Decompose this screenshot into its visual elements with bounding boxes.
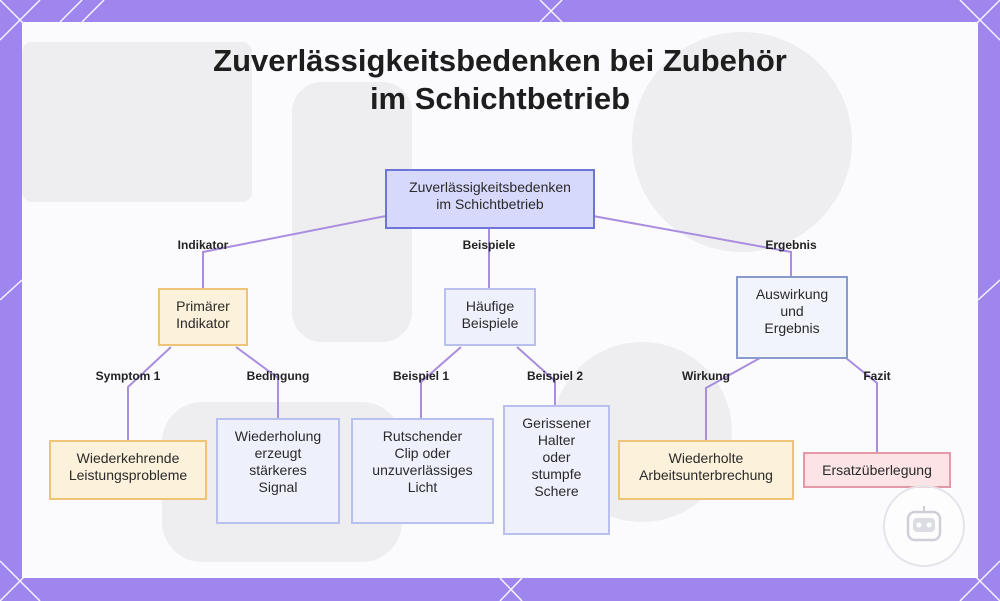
robot-icon	[882, 484, 966, 568]
node-primary-indicator-label: Primärer Indikator	[176, 298, 230, 332]
edge-root-impact	[593, 216, 791, 276]
node-impact-result: Auswirkung und Ergebnis	[736, 276, 848, 359]
node-work-interruption-label: Wiederholte Arbeitsunterbrechung	[639, 450, 773, 484]
node-root: Zuverlässigkeitsbedenken im Schichtbetri…	[385, 169, 595, 229]
node-recurring-performance-label: Wiederkehrende Leistungsprobleme	[69, 450, 187, 484]
edge-label-effect: Wirkung	[682, 369, 730, 383]
node-broken-holder-label: Gerissener Halter oder stumpfe Schere	[522, 415, 590, 500]
edge-label-result: Ergebnis	[765, 238, 816, 252]
node-slipping-clip-label: Rutschender Clip oder unzuverlässiges Li…	[372, 428, 472, 496]
node-recurring-performance: Wiederkehrende Leistungsprobleme	[49, 440, 207, 500]
edge-label-condition: Bedingung	[247, 369, 310, 383]
edge-label-symptom: Symptom 1	[96, 369, 161, 383]
edge-label-indicator: Indikator	[178, 238, 229, 252]
node-root-label: Zuverlässigkeitsbedenken im Schichtbetri…	[409, 179, 571, 213]
node-replacement: Ersatzüberlegung	[803, 452, 951, 488]
node-repetition-signal-label: Wiederholung erzeugt stärkeres Signal	[235, 428, 321, 496]
edge-root-indicator	[203, 216, 386, 288]
edge-label-conclusion: Fazit	[863, 369, 890, 383]
node-work-interruption: Wiederholte Arbeitsunterbrechung	[618, 440, 794, 500]
edge-label-example-2: Beispiel 2	[527, 369, 583, 383]
node-primary-indicator: Primärer Indikator	[158, 288, 248, 346]
edge-label-examples: Beispiele	[463, 238, 516, 252]
node-slipping-clip: Rutschender Clip oder unzuverlässiges Li…	[351, 418, 494, 524]
node-repetition-signal: Wiederholung erzeugt stärkeres Signal	[216, 418, 340, 524]
node-impact-result-label: Auswirkung und Ergebnis	[756, 286, 828, 337]
node-replacement-label: Ersatzüberlegung	[822, 462, 932, 479]
edge-indicator-performance	[128, 347, 171, 440]
node-common-examples-label: Häufige Beispiele	[462, 298, 519, 332]
edge-label-example-1: Beispiel 1	[393, 369, 449, 383]
node-broken-holder: Gerissener Halter oder stumpfe Schere	[503, 405, 610, 535]
node-common-examples: Häufige Beispiele	[444, 288, 536, 346]
